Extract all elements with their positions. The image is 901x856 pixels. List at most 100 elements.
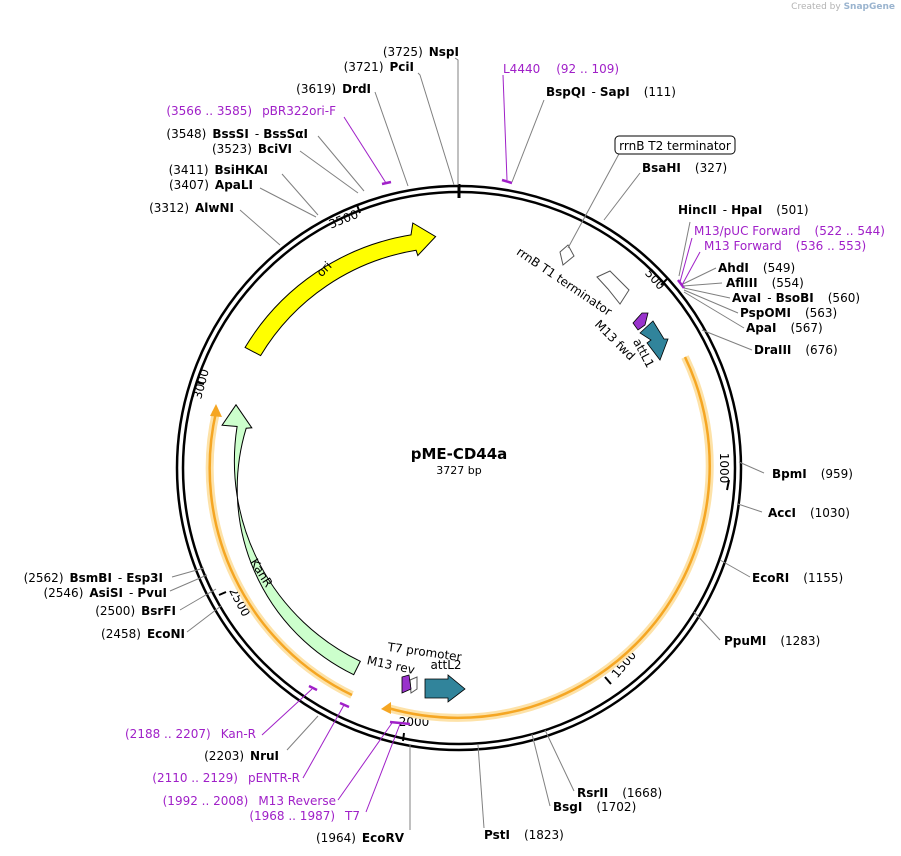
site-pspomi: PspOMI(563) — [740, 306, 837, 320]
primer-mark-m13rev-t7 — [389, 720, 411, 726]
tick-mark-2000 — [402, 732, 405, 742]
rrnb-t2-label: rrnB T2 terminator — [619, 139, 731, 153]
primer-kan-r: (2188 .. 2207)Kan-R — [125, 727, 256, 741]
rrnb-t1-arrow — [596, 270, 630, 305]
site-ppumi: PpuMI(1283) — [724, 634, 820, 648]
credit-prefix: Created by — [791, 2, 841, 12]
orf-arcs — [205, 355, 714, 722]
site-asisi: (2546)AsiSI-PvuI — [43, 586, 167, 600]
leader-nspi — [454, 57, 459, 185]
leader-pentr-r — [302, 704, 345, 779]
leader-drdi — [374, 91, 409, 187]
leader-bsihkai — [281, 173, 319, 216]
leader-rrnb-t2 — [567, 151, 621, 249]
site-labels: (3725)NspI (3721)PciI (3619)DrdI (3548)B… — [24, 45, 860, 845]
leader-pcii — [417, 72, 455, 186]
primer-m13-puc-forward: M13/pUC Forward(522 .. 544) — [694, 224, 885, 238]
t7-promoter-arrow — [409, 676, 418, 694]
leader-psti — [477, 744, 485, 829]
rrnb-t2-box — [614, 135, 736, 155]
leader-bsmbi — [171, 567, 205, 578]
site-bsgi: BsgI(1702) — [553, 800, 636, 814]
orf-arc-left — [208, 411, 353, 697]
m13-rev-arrow — [401, 674, 412, 694]
feature-attl2: attL2 — [424, 658, 466, 703]
primer-labels: L4440(92 .. 109) (3566 .. 3585)pBR322ori… — [125, 62, 885, 823]
tick-mark-2500 — [218, 591, 227, 596]
primer-mark-pbr322ori — [381, 180, 392, 186]
tick-label-3500: 3500 — [327, 207, 361, 231]
site-psti: PstI(1823) — [484, 828, 564, 842]
orf-arc-right — [387, 356, 711, 720]
site-bsrfi: (2500)BsrFI — [95, 604, 176, 618]
leader-bsahi — [603, 172, 641, 221]
orf-arrowhead-left — [210, 404, 222, 417]
feature-ori: ori — [244, 222, 437, 357]
primer-mark-m13puc — [677, 279, 685, 289]
snapgene-logo: SnapGene — [843, 2, 895, 12]
primer-marks — [308, 178, 685, 726]
site-pcii: (3721)PciI — [344, 60, 414, 74]
leader-hincii — [678, 221, 691, 277]
site-alwni: (3312)AlwNI — [149, 201, 234, 215]
leader-econi — [186, 605, 222, 633]
feature-attl1: attL1 — [630, 320, 669, 370]
site-bpmi: BpmI(959) — [772, 467, 853, 481]
primer-leader-lines — [261, 74, 701, 813]
leader-pspomi — [683, 289, 739, 314]
attl2-arrow — [424, 674, 466, 703]
leader-asisi — [169, 574, 208, 592]
kanr-arrow — [221, 403, 361, 676]
site-econi: (2458)EcoNI — [101, 627, 185, 641]
leader-l4440 — [502, 74, 508, 181]
rrnb-t2-arrow — [559, 244, 575, 266]
primer-mark-kanr — [308, 684, 318, 692]
leader-nrui — [286, 715, 319, 751]
m13-fwd-label: M13 fwd — [592, 317, 638, 363]
site-bsahi: BsaHI(327) — [642, 161, 727, 175]
leader-apai — [683, 291, 745, 329]
leader-t7 — [365, 723, 401, 813]
plasmid-name: pME-CD44a — [411, 445, 508, 463]
site-ahdi: AhdI(549) — [718, 261, 795, 275]
m13-fwd-arrow — [632, 312, 649, 331]
leader-ahdi — [682, 267, 717, 285]
feature-kanr: KanR — [221, 403, 361, 676]
site-bcivi: (3523)BciVI — [212, 142, 292, 156]
kanr-label: KanR — [247, 556, 275, 590]
leader-acci — [737, 503, 763, 513]
leader-bsrfi — [179, 588, 217, 611]
leader-rsrii — [544, 729, 575, 792]
site-drdi: (3619)DrdI — [296, 82, 371, 96]
tick-label-1000: 1000 — [717, 453, 731, 484]
site-apai: ApaI(567) — [746, 321, 823, 335]
site-avai: AvaI-BsoBI(560) — [732, 291, 860, 305]
primer-pbr322ori-f: (3566 .. 3585)pBR322ori-F — [166, 104, 336, 118]
tick-mark-1500 — [604, 676, 612, 685]
leader-avai — [683, 287, 731, 299]
leader-kan-r — [261, 688, 313, 736]
primer-l4440: L4440(92 .. 109) — [503, 62, 619, 76]
leader-ppumi — [693, 611, 721, 641]
leader-bsssi — [317, 135, 365, 192]
leader-bcivi — [299, 150, 359, 194]
site-hincii: HincII-HpaI(501) — [678, 203, 809, 217]
ori-arrow — [244, 222, 437, 357]
primer-pentr-r: (2110 .. 2129)pENTR-R — [152, 771, 300, 785]
site-leader-lines — [169, 57, 765, 830]
plasmid-length: 3727 bp — [436, 464, 481, 477]
tick-mark-500 — [660, 278, 668, 286]
tick-mark-1000 — [726, 479, 730, 491]
primer-t7: (1968 .. 1987)T7 — [249, 809, 360, 823]
tick-mark-3000 — [195, 381, 205, 385]
primer-mark-l4440 — [501, 178, 513, 185]
primer-m13-forward: M13 Forward(536 .. 553) — [704, 239, 866, 253]
snapgene-credit: Created by SnapGene — [791, 2, 895, 12]
primer-m13-reverse: (1992 .. 2008)M13 Reverse — [163, 794, 336, 808]
site-bsmbi: (2562)BsmBI-Esp3I — [24, 571, 163, 585]
leader-m13reverse — [337, 722, 393, 801]
leader-afliii — [682, 282, 723, 287]
site-ecori: EcoRI(1155) — [752, 571, 843, 585]
leader-pbr322ori — [343, 116, 387, 184]
